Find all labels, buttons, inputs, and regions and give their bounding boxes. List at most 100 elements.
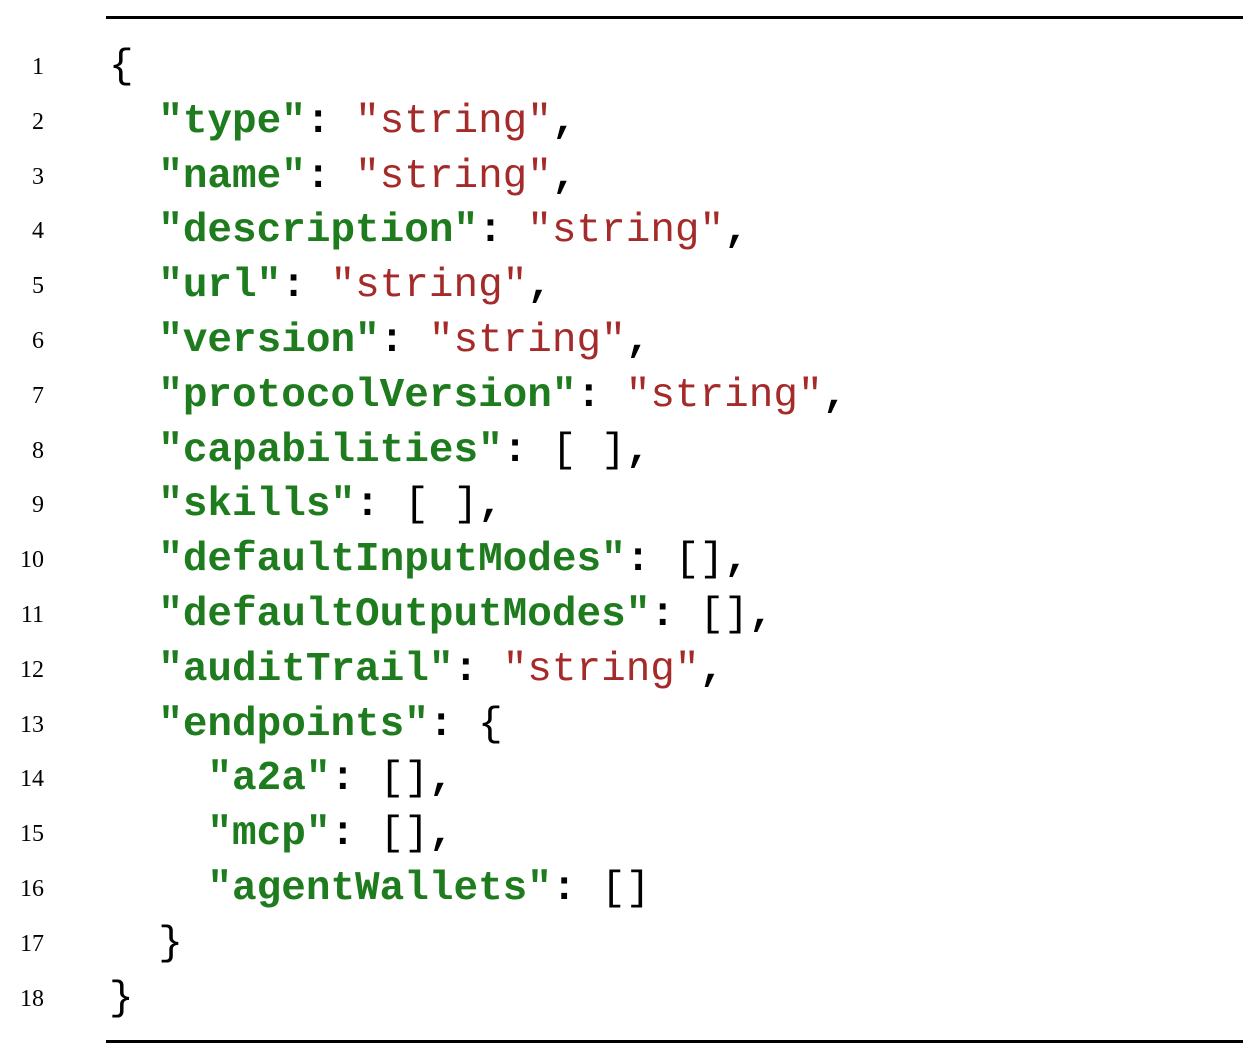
json-key: "endpoints" <box>158 701 429 748</box>
line-number: 7 <box>32 382 44 409</box>
code-text: "endpoints": { <box>109 698 503 753</box>
code-line: 17 } <box>0 917 1243 972</box>
code-text: "name": "string", <box>109 150 577 205</box>
trailing-comma: , <box>699 646 725 693</box>
json-punctuation: [ ] <box>551 427 626 474</box>
json-key: "url" <box>158 263 282 310</box>
indent <box>109 482 158 528</box>
indent <box>109 811 207 857</box>
code-line: 12 "auditTrail": "string", <box>0 643 1243 698</box>
line-number: 18 <box>20 985 44 1012</box>
top-rule <box>106 16 1243 19</box>
code-text: "agentWallets": [] <box>109 862 650 917</box>
code-text: "a2a": [], <box>109 752 453 807</box>
json-key: "defaultInputModes" <box>158 537 626 584</box>
key-separator: : <box>478 208 528 255</box>
code-text: } <box>109 917 183 972</box>
code-text: "url": "string", <box>109 259 552 314</box>
key-separator: : <box>355 482 405 529</box>
json-punctuation: [] <box>379 756 429 803</box>
line-number: 13 <box>20 711 44 738</box>
json-punctuation: [ ] <box>404 482 479 529</box>
trailing-comma: , <box>724 537 749 584</box>
trailing-comma: , <box>551 153 577 200</box>
code-line: 6 "version": "string", <box>0 314 1243 369</box>
trailing-comma: , <box>724 208 749 255</box>
json-key: "name" <box>158 153 306 200</box>
trailing-comma: , <box>625 317 651 364</box>
indent <box>109 428 158 474</box>
json-key: "skills" <box>158 482 356 529</box>
json-punctuation: [] <box>601 865 651 912</box>
indent <box>109 647 158 693</box>
code-line: 13 "endpoints": { <box>0 698 1243 753</box>
code-text: "skills": [ ], <box>109 478 503 533</box>
code-line: 16 "agentWallets": [] <box>0 862 1243 917</box>
line-number: 2 <box>32 108 44 135</box>
json-key: "auditTrail" <box>158 646 454 693</box>
trailing-comma: , <box>625 427 651 474</box>
line-number: 1 <box>32 54 44 80</box>
code-line: 3 "name": "string", <box>0 150 1243 205</box>
key-separator: : <box>650 591 700 638</box>
line-number: 15 <box>20 821 44 848</box>
code-line: 9 "skills": [ ], <box>0 478 1243 533</box>
code-text: "capabilities": [ ], <box>109 424 650 479</box>
indent <box>109 99 158 145</box>
line-number: 9 <box>32 492 44 519</box>
json-string-value: "string" <box>625 372 823 419</box>
trailing-comma: , <box>551 98 577 145</box>
key-separator: : <box>379 317 429 364</box>
key-separator: : <box>428 701 479 748</box>
key-separator: : <box>625 537 675 584</box>
key-separator: : <box>502 427 552 474</box>
json-punctuation: [] <box>699 591 749 638</box>
json-punctuation: [] <box>674 537 725 584</box>
key-separator: : <box>551 865 602 912</box>
key-separator: : <box>305 153 356 200</box>
code-line: 15 "mcp": [], <box>0 807 1243 862</box>
trailing-comma: , <box>822 372 848 419</box>
json-string-value: "string" <box>355 98 552 145</box>
code-text: "auditTrail": "string", <box>109 643 724 698</box>
line-number: 4 <box>32 218 44 245</box>
json-string-value: "string" <box>355 153 552 200</box>
trailing-comma: , <box>478 482 503 529</box>
code-text: "description": "string", <box>109 204 749 259</box>
code-line: 1{ <box>0 40 1243 95</box>
indent <box>109 756 207 802</box>
indent <box>109 537 158 583</box>
key-separator: : <box>330 756 380 803</box>
json-key: "type" <box>158 98 306 145</box>
code-text: "mcp": [], <box>109 807 454 862</box>
indent <box>109 921 158 967</box>
line-number: 6 <box>32 327 44 354</box>
json-string-value: "string" <box>527 208 725 255</box>
line-number: 5 <box>32 273 44 300</box>
indent <box>109 866 207 912</box>
line-number: 3 <box>32 163 44 190</box>
json-punctuation: { <box>109 44 134 90</box>
code-line: 4 "description": "string", <box>0 204 1243 259</box>
json-key: "a2a" <box>207 756 331 803</box>
key-separator: : <box>281 263 331 310</box>
line-number: 16 <box>20 875 44 902</box>
indent <box>109 263 158 309</box>
json-key: "version" <box>158 317 380 364</box>
json-punctuation: { <box>478 701 503 748</box>
code-text: "type": "string", <box>109 95 577 150</box>
json-string-value: "string" <box>330 263 528 310</box>
json-key: "agentWallets" <box>207 865 552 912</box>
json-key: "mcp" <box>207 811 331 858</box>
trailing-comma: , <box>428 811 454 858</box>
trailing-comma: , <box>748 591 774 638</box>
json-string-value: "string" <box>502 646 700 693</box>
json-punctuation: } <box>109 975 134 1022</box>
bottom-rule <box>106 1040 1243 1043</box>
code-listing: 1{2 "type": "string",3 "name": "string",… <box>0 40 1243 1026</box>
line-number: 10 <box>20 547 44 574</box>
code-line: 7 "protocolVersion": "string", <box>0 369 1243 424</box>
trailing-comma: , <box>527 263 552 310</box>
line-number: 14 <box>20 766 44 793</box>
indent <box>109 208 158 254</box>
